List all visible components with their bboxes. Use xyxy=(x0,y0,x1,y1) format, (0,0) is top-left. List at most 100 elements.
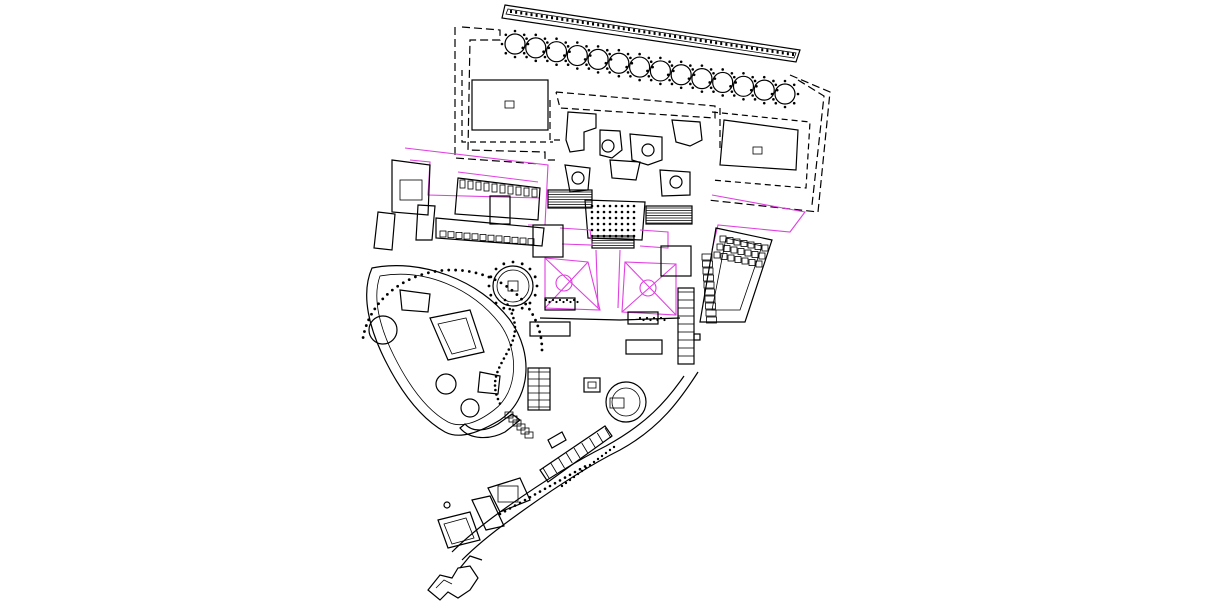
chambers-mark xyxy=(608,71,611,74)
colonnade-ticks-mark xyxy=(756,47,759,51)
chambers-mark xyxy=(555,63,558,66)
south-hall-dots-mark xyxy=(538,490,542,493)
crescent-dots-mark xyxy=(361,336,365,339)
scatter-dots-mark xyxy=(652,316,656,320)
chambers-mark xyxy=(625,65,628,69)
crescent-dots-mark xyxy=(510,312,514,315)
temple-dots-mark xyxy=(502,306,506,310)
chambers-mark xyxy=(522,51,526,55)
temple-dots-mark xyxy=(535,284,539,288)
stoa-cells-mark xyxy=(596,432,604,444)
chambers-mark xyxy=(796,92,800,96)
colonnade-ticks-mark xyxy=(530,13,533,17)
chambers-mark xyxy=(545,41,568,63)
east-cells-mark xyxy=(704,295,716,303)
colonnade-ticks-mark xyxy=(771,49,774,53)
colonnade-ticks-mark xyxy=(740,45,743,49)
colonnade-ticks-mark xyxy=(525,12,528,16)
chambers-mark xyxy=(638,78,641,82)
chambers-mark xyxy=(659,82,662,86)
crescent-dots-mark xyxy=(364,324,368,327)
chambers-mark xyxy=(659,56,662,60)
colonnade-ticks-mark xyxy=(633,28,636,32)
chambers-mark xyxy=(534,33,538,37)
chambers-mark xyxy=(668,78,671,82)
chambers-mark xyxy=(649,60,653,64)
chambers-mark xyxy=(721,94,724,97)
east-cells-mark xyxy=(748,259,756,266)
crescent-dots-mark xyxy=(413,275,417,279)
chambers-mark xyxy=(629,74,632,78)
crescent-dots-mark xyxy=(513,321,516,324)
crescent-dots-mark xyxy=(513,325,517,329)
west-cells-mark xyxy=(511,236,519,244)
chambers-mark xyxy=(762,101,766,105)
west-cells-mark xyxy=(471,233,479,241)
chambers-mark xyxy=(546,41,549,44)
stoa-cells-mark xyxy=(604,427,612,439)
chambers-mark xyxy=(504,33,508,37)
colonnade-ticks-mark xyxy=(709,40,712,44)
chambers-mark xyxy=(792,83,796,87)
chambers-mark xyxy=(753,79,757,83)
chambers-mark xyxy=(521,46,525,50)
colonnade-ticks-mark xyxy=(561,17,564,21)
chambers-mark xyxy=(555,37,558,40)
core-dots-mark xyxy=(602,210,606,214)
core-dots-mark xyxy=(620,216,624,220)
core-dots-mark xyxy=(608,204,612,208)
small-square-shrine xyxy=(583,377,601,393)
south-hall-dots-mark xyxy=(513,504,517,507)
chambers-mark xyxy=(689,64,692,67)
chambers-mark xyxy=(576,41,579,44)
chambers-mark xyxy=(709,68,713,71)
east-cells-mark xyxy=(716,243,724,251)
crescent-dots-mark xyxy=(500,361,503,365)
central-palace-core xyxy=(564,111,703,241)
east-cells-mark xyxy=(702,260,713,268)
rotunda-south xyxy=(605,381,647,423)
east-cells-mark xyxy=(755,260,763,268)
west-cells-mark xyxy=(507,185,514,195)
west-cells-mark xyxy=(523,187,530,197)
chambers-mark xyxy=(513,29,517,33)
chambers-mark xyxy=(525,37,528,40)
east-cells-mark xyxy=(754,243,762,250)
chambers-mark xyxy=(608,52,611,56)
crescent-dots-mark xyxy=(494,388,497,392)
west-cells-mark xyxy=(503,236,511,244)
core-dots-mark xyxy=(620,222,624,226)
colonnade-ticks-mark xyxy=(597,23,600,27)
colonnade-ticks-mark xyxy=(566,18,569,22)
crescent-dots-mark xyxy=(493,278,497,282)
south-square-building xyxy=(437,501,481,549)
crescent-dots-mark xyxy=(512,334,516,338)
crescent-dots-mark xyxy=(481,273,484,277)
chambers-mark xyxy=(712,71,734,94)
north-colonnade xyxy=(501,4,801,63)
east-cells-mark xyxy=(734,256,742,263)
temple-dots-mark xyxy=(487,284,491,288)
colonnade-ticks-mark xyxy=(643,30,646,34)
core-dots-mark xyxy=(608,228,612,232)
crescent-dots-mark xyxy=(539,336,543,340)
chambers-mark xyxy=(576,67,579,70)
flanking-halls xyxy=(529,224,692,355)
colonnade-ticks-mark xyxy=(730,43,733,47)
colonnade-ticks-mark xyxy=(689,37,692,41)
south-hall-dots-mark xyxy=(518,501,522,505)
crescent-dots-mark xyxy=(377,302,380,306)
west-cells-mark xyxy=(483,182,490,192)
south-hall-dots-mark xyxy=(498,512,502,516)
scatter-dots-mark xyxy=(565,298,569,302)
crescent-dots-mark xyxy=(495,393,498,396)
chambers-mark xyxy=(732,75,736,79)
east-cells-mark xyxy=(727,254,735,262)
colonnade-ticks-mark xyxy=(674,35,677,39)
crescent-dots-mark xyxy=(494,375,498,378)
crescent-dots-mark xyxy=(505,352,508,356)
chambers-mark xyxy=(691,86,695,90)
core-dots-mark xyxy=(614,210,618,214)
stoa-cells-mark xyxy=(589,437,596,449)
